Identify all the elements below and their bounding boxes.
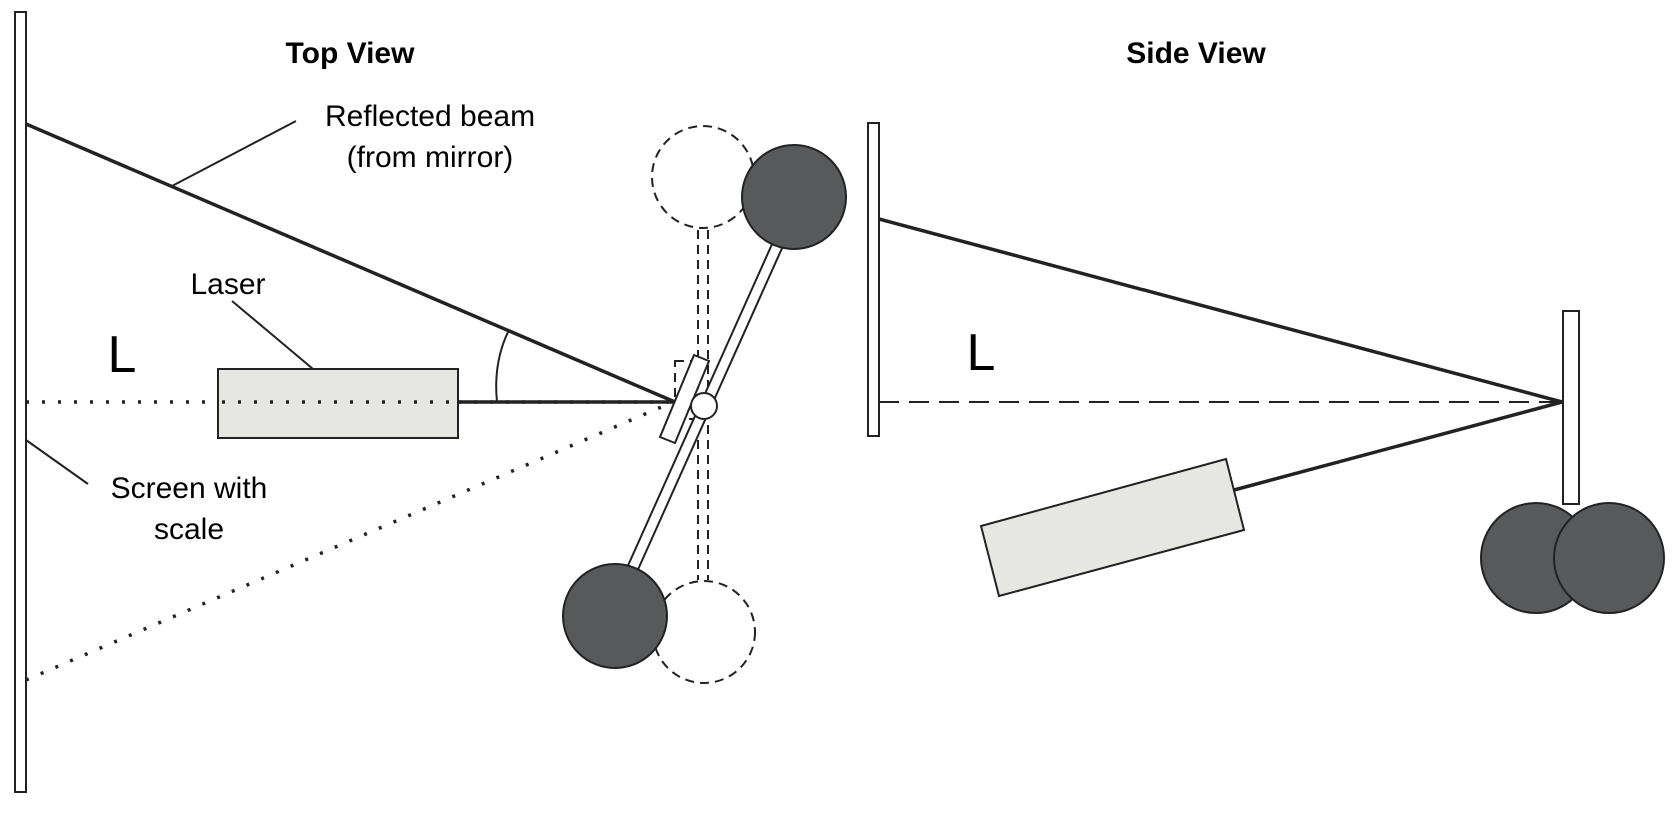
screen-leader bbox=[25, 439, 89, 485]
side-view-screen bbox=[867, 122, 880, 437]
undeflected-mass-top bbox=[651, 125, 755, 229]
top-view-distance-label: L bbox=[108, 326, 137, 384]
top-view-title: Top View bbox=[286, 37, 416, 70]
deflected-mass-bottom bbox=[562, 563, 668, 669]
reflected-beam-leader bbox=[171, 120, 297, 187]
screen-label-line1: Screen with bbox=[111, 472, 268, 505]
deflection-angle-arc bbox=[495, 329, 510, 403]
side-view-mass-front bbox=[1553, 502, 1665, 614]
reflected-beam-label-line2: (from mirror) bbox=[347, 141, 514, 174]
laser-label: Laser bbox=[190, 268, 265, 301]
side-view-mirror bbox=[1562, 310, 1580, 505]
reflected-beam-label-line1: Reflected beam bbox=[325, 100, 535, 133]
undeflected-mass-bottom bbox=[652, 580, 756, 684]
side-view-title: Side View bbox=[1126, 37, 1266, 70]
top-view-screen bbox=[14, 11, 27, 793]
top-view-dotted-lower-beam bbox=[25, 400, 674, 682]
side-view-distance-label: L bbox=[967, 324, 996, 382]
screen-label-line2: scale bbox=[154, 513, 224, 546]
side-view-laser bbox=[979, 457, 1246, 598]
side-view: Side View L bbox=[867, 37, 1665, 614]
side-view-laser-beam bbox=[1233, 400, 1563, 492]
reflected-beam-line bbox=[25, 122, 676, 404]
deflected-mass-top bbox=[741, 144, 847, 250]
laser-leader bbox=[231, 300, 314, 370]
deflected-pendulum bbox=[562, 144, 847, 669]
top-view-laser bbox=[217, 368, 459, 439]
side-view-reflected-beam bbox=[878, 217, 1563, 404]
top-view: Top View Reflected beam (from mirror) La… bbox=[14, 11, 847, 793]
deflected-mirror bbox=[658, 353, 711, 445]
pivot-point bbox=[690, 392, 718, 420]
